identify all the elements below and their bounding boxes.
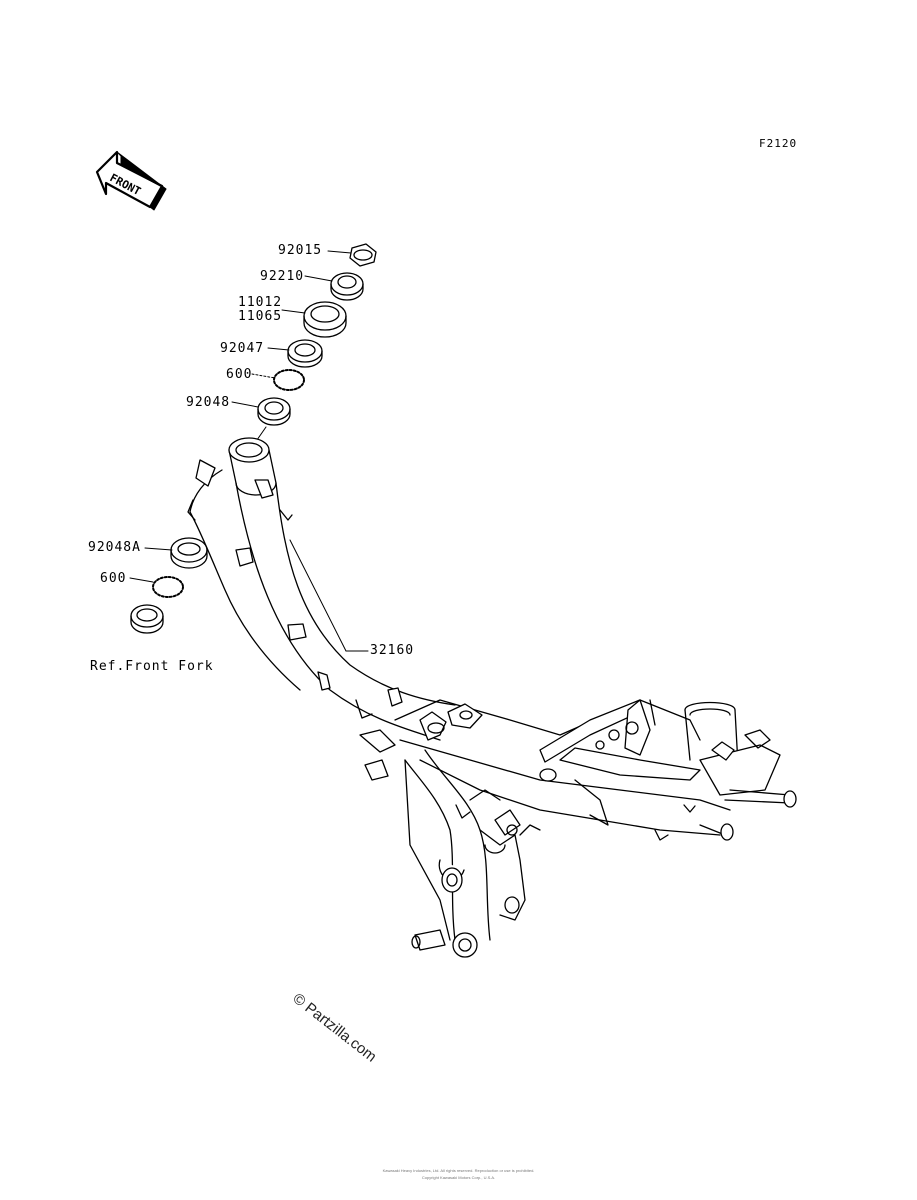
frame-rear-section xyxy=(359,699,797,841)
figure-code: F2120 xyxy=(759,137,798,150)
frame-lower-section xyxy=(404,749,541,958)
footer-line1: Kawasaki Heavy Industries, Ltd. All righ… xyxy=(382,1168,535,1173)
label-92015: 92015 xyxy=(278,243,323,258)
race-92047 xyxy=(287,339,323,368)
race-92048 xyxy=(257,397,291,426)
ball-bearing-600-top xyxy=(273,369,305,391)
label-92048: 92048 xyxy=(186,395,231,410)
nut-92015 xyxy=(349,243,377,267)
label-600-bottom: 600 xyxy=(100,571,127,586)
washer-92210 xyxy=(330,272,364,301)
label-ref-front-fork: Ref.Front Fork xyxy=(90,659,214,674)
label-11065: 11065 xyxy=(238,309,283,324)
label-92047: 92047 xyxy=(220,341,265,356)
label-11012: 11012 xyxy=(238,295,283,310)
leader-lines xyxy=(129,250,369,652)
frame-main-tube xyxy=(187,459,456,741)
label-92210: 92210 xyxy=(260,269,305,284)
front-arrow-icon: FRONT xyxy=(95,150,167,211)
seal-bottom xyxy=(130,604,164,634)
cap-11012 xyxy=(303,301,347,338)
ball-bearing-600-bottom xyxy=(152,576,184,598)
label-32160: 32160 xyxy=(370,643,415,658)
label-92048A: 92048A xyxy=(88,540,141,555)
race-92048A xyxy=(170,537,208,569)
footer-line2: Copyright Kawasaki Motors Corp., U.S.A. xyxy=(421,1175,496,1180)
label-600-top: 600 xyxy=(226,367,253,382)
